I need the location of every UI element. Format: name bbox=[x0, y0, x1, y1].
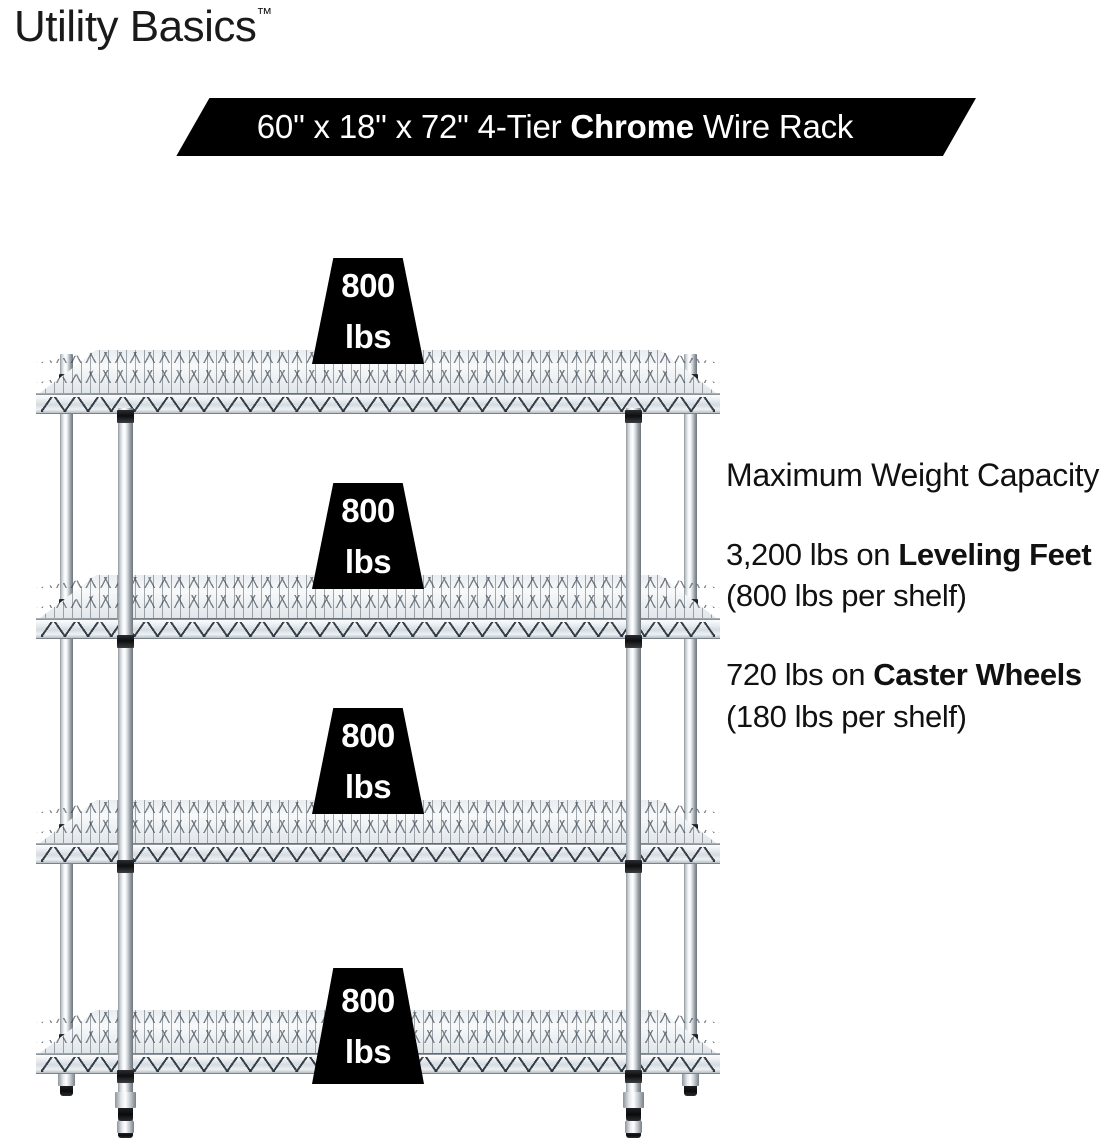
leveling-prefix: 3,200 bbox=[726, 536, 802, 572]
front-right-foot-base bbox=[626, 1133, 641, 1138]
shelf-truss-row-front bbox=[36, 595, 720, 608]
caster-suffix: (180 lbs per shelf) bbox=[726, 698, 967, 734]
front-left-collar-tier4 bbox=[117, 1070, 134, 1083]
shelf-front-truss bbox=[41, 397, 715, 412]
leveling-suffix: (800 lbs per shelf) bbox=[726, 578, 967, 614]
front-right-collar-tier3 bbox=[625, 860, 642, 873]
shelf-front-truss bbox=[41, 622, 715, 637]
leveling-emphasis: Leveling Feet bbox=[898, 536, 1092, 572]
capacity-info-block: Maximum Weight Capacity 3,200 lbs on Lev… bbox=[726, 455, 1120, 737]
front-left-collar-tier1 bbox=[117, 410, 134, 423]
banner-product: Wire Rack bbox=[702, 108, 854, 145]
rear-left-post bbox=[60, 354, 73, 1094]
banner-material: Chrome bbox=[570, 108, 694, 145]
shelf-front-truss bbox=[41, 847, 715, 862]
front-left-foot-sleeve bbox=[115, 1092, 136, 1108]
rear-right-post bbox=[684, 354, 697, 1094]
callout-unit: lbs bbox=[344, 318, 392, 355]
weight-callout-tier-3: 800 lbs bbox=[312, 708, 424, 814]
front-left-foot-tip bbox=[117, 1121, 134, 1133]
shelf-tier-1 bbox=[36, 350, 720, 418]
callout-unit: lbs bbox=[344, 768, 392, 805]
rear-left-foot-sleeve bbox=[58, 1072, 75, 1086]
callout-unit: lbs bbox=[344, 1033, 392, 1070]
rear-left-leveling-foot bbox=[60, 1086, 73, 1096]
front-right-collar-tier2 bbox=[625, 635, 642, 648]
callout-unit: lbs bbox=[344, 543, 392, 580]
front-right-post bbox=[626, 408, 641, 1128]
front-right-collar-tier1 bbox=[625, 410, 642, 423]
shelf-truss-row-front bbox=[36, 370, 720, 383]
leveling-feet-capacity: 3,200 lbs on Leveling Feet (800 lbs per … bbox=[726, 534, 1120, 616]
front-left-leveling-foot bbox=[118, 1108, 133, 1121]
front-left-collar-tier2 bbox=[117, 635, 134, 648]
caster-wheels-capacity: 720 lbs on Caster Wheels (180 lbs per sh… bbox=[726, 654, 1120, 736]
weight-callout-tier-2: 800 lbs bbox=[312, 483, 424, 589]
rear-right-foot-sleeve bbox=[682, 1072, 699, 1086]
caster-emphasis: Caster Wheels bbox=[873, 657, 1082, 693]
product-title-banner: 60" x 18" x 72" 4-Tier Chrome Wire Rack bbox=[176, 98, 976, 156]
front-left-foot-base bbox=[118, 1133, 133, 1138]
capacity-heading: Maximum Weight Capacity bbox=[726, 457, 1100, 493]
caster-prefix: 720 bbox=[726, 657, 777, 693]
callout-value: 800 bbox=[341, 717, 395, 754]
front-left-post bbox=[118, 408, 133, 1128]
banner-dimensions: 60" x 18" x 72" bbox=[256, 108, 469, 145]
trademark-symbol: ™ bbox=[256, 6, 273, 23]
brand-wordmark: Utility Basics™ bbox=[14, 2, 272, 52]
front-right-foot-tip bbox=[625, 1121, 642, 1133]
weight-callout-tier-1: 800 lbs bbox=[312, 258, 424, 364]
callout-value: 800 bbox=[341, 982, 395, 1019]
rear-right-leveling-foot bbox=[684, 1086, 697, 1096]
callout-value: 800 bbox=[341, 267, 395, 304]
product-title-text: 60" x 18" x 72" 4-Tier Chrome Wire Rack bbox=[251, 108, 854, 146]
brand-name: Utility Basics bbox=[14, 2, 257, 51]
front-left-collar-tier3 bbox=[117, 860, 134, 873]
weight-callout-tier-4: 800 lbs bbox=[312, 968, 424, 1084]
leveling-on-label: lbs on bbox=[801, 536, 899, 572]
wire-rack-illustration: 800 lbs 800 lbs 800 lbs 800 lbs bbox=[36, 258, 720, 1138]
caster-on-label: lbs on bbox=[776, 657, 874, 693]
banner-tier: 4-Tier bbox=[477, 108, 562, 145]
front-right-leveling-foot bbox=[626, 1108, 641, 1121]
shelf-truss-row-front bbox=[36, 820, 720, 833]
front-right-collar-tier4 bbox=[625, 1070, 642, 1083]
front-right-foot-sleeve bbox=[623, 1092, 644, 1108]
callout-value: 800 bbox=[341, 492, 395, 529]
